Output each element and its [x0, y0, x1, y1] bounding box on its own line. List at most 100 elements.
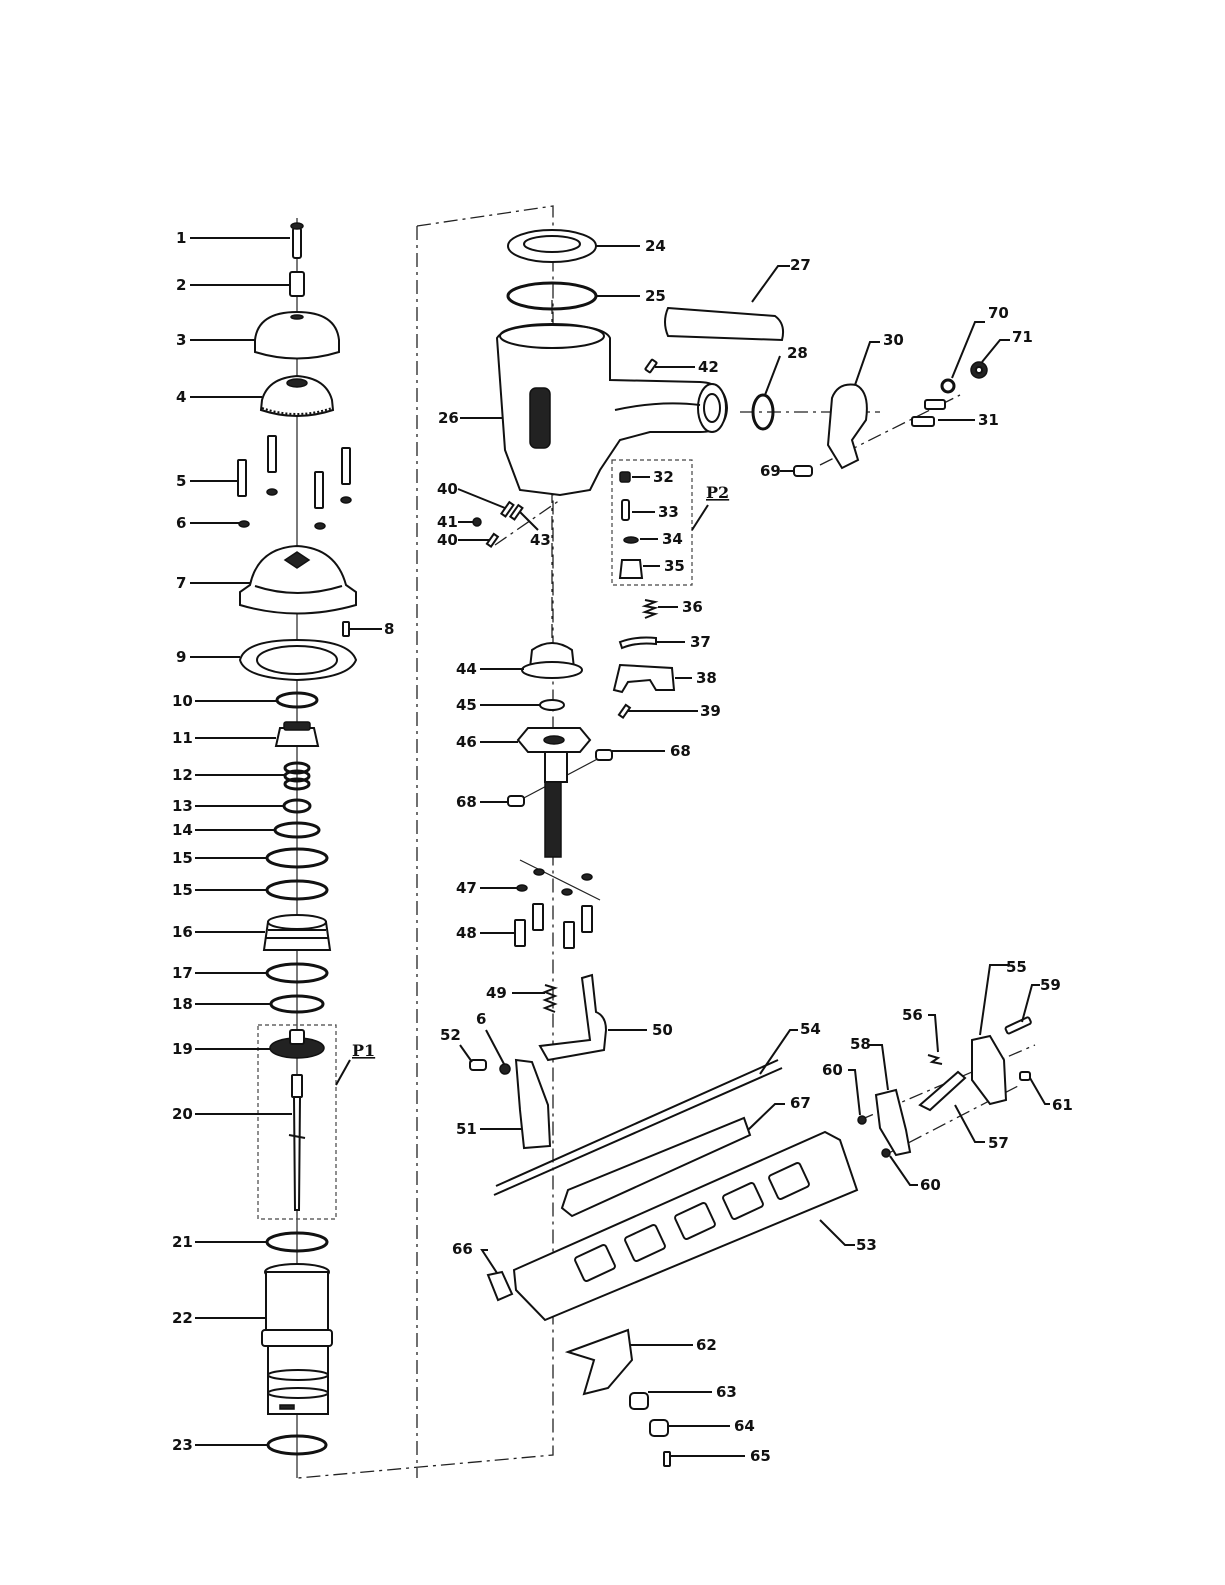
part-6-washer-center: [500, 1064, 510, 1074]
part-58-latch: [876, 1090, 910, 1155]
part-3-cap: [255, 312, 339, 359]
callout-6: 6: [176, 514, 186, 532]
callout-37: 37: [690, 633, 711, 651]
callout-59: 59: [1040, 976, 1061, 994]
callout-51: 51: [456, 1120, 477, 1138]
part-51-safety: [516, 1060, 550, 1148]
part-27-grip: [665, 308, 783, 340]
callout-31: 31: [978, 411, 999, 429]
callout-60a: 60: [822, 1061, 843, 1079]
part-30-end-cap: [828, 385, 867, 468]
part-37-lever: [620, 638, 656, 649]
part-57-lever: [920, 1072, 965, 1110]
part-55-latch-housing: [972, 1036, 1006, 1104]
callout-1: 1: [176, 229, 186, 247]
part-38-trigger: [614, 665, 674, 692]
callout-40b: 40: [437, 531, 458, 549]
callout-35: 35: [664, 557, 685, 575]
callout-6-center: 6: [476, 1010, 486, 1028]
part-1-bolt: [291, 223, 303, 258]
callout-26: 26: [438, 409, 459, 427]
callout-61: 61: [1052, 1096, 1073, 1114]
callout-14: 14: [172, 821, 193, 839]
callout-24: 24: [645, 237, 666, 255]
part-2-sleeve: [290, 272, 304, 296]
callout-63: 63: [716, 1383, 737, 1401]
callout-23: 23: [172, 1436, 193, 1454]
callout-49: 49: [486, 984, 507, 1002]
callout-36: 36: [682, 598, 703, 616]
callout-66: 66: [452, 1240, 473, 1258]
left-column-parts: [238, 223, 356, 1454]
part-44-bumper: [522, 643, 582, 678]
callout-38: 38: [696, 669, 717, 687]
part-20-driver: [289, 1075, 305, 1210]
part-8-pin: [343, 622, 349, 636]
callout-8: 8: [384, 620, 394, 638]
callout-57: 57: [988, 1134, 1009, 1152]
part-31-screws: [912, 400, 945, 426]
callout-52: 52: [440, 1026, 461, 1044]
part-6-washers: [239, 489, 351, 529]
part-32-to-35-valve: [620, 472, 642, 578]
part-5-bolts: [238, 436, 350, 508]
callout-50: 50: [652, 1021, 673, 1039]
callout-45: 45: [456, 696, 477, 714]
callout-34: 34: [662, 530, 683, 548]
part-70-washer: [942, 380, 954, 392]
part-46-nose: [518, 728, 590, 857]
callout-22: 22: [172, 1309, 193, 1327]
part-9-gasket: [240, 640, 356, 680]
callout-16: 16: [172, 923, 193, 941]
callout-55: 55: [1006, 958, 1027, 976]
callout-9: 9: [176, 648, 186, 666]
part-61-nut: [1020, 1072, 1030, 1080]
part-19-piston: [270, 1030, 324, 1058]
callout-4: 4: [176, 388, 186, 406]
callout-28: 28: [787, 344, 808, 362]
callout-21: 21: [172, 1233, 193, 1251]
part-64-sleeve: [650, 1420, 668, 1436]
callout-19: 19: [172, 1040, 193, 1058]
part-36-spring: [645, 600, 655, 618]
callout-68b: 68: [456, 793, 477, 811]
part-4-deflector: [261, 376, 333, 416]
callout-17: 17: [172, 964, 193, 982]
callout-20: 20: [172, 1105, 193, 1123]
callout-39: 39: [700, 702, 721, 720]
callout-60b: 60: [920, 1176, 941, 1194]
callout-41: 41: [437, 513, 458, 531]
callout-5: 5: [176, 472, 186, 490]
part-59-screw: [1005, 1017, 1032, 1034]
callout-47: 47: [456, 879, 477, 897]
callout-33: 33: [658, 503, 679, 521]
callout-70: 70: [988, 304, 1009, 322]
callout-13: 13: [172, 797, 193, 815]
callout-44: 44: [456, 660, 477, 678]
part-56-spring: [928, 1055, 942, 1064]
part-66-clip: [488, 1272, 512, 1300]
callout-15b: 15: [172, 881, 193, 899]
callout-69: 69: [760, 462, 781, 480]
callout-12: 12: [172, 766, 193, 784]
callout-11: 11: [172, 729, 193, 747]
center-parts: [470, 230, 1031, 1466]
callout-27: 27: [790, 256, 811, 274]
callout-48: 48: [456, 924, 477, 942]
callout-2: 2: [176, 276, 186, 294]
callout-46: 46: [456, 733, 477, 751]
callout-71: 71: [1012, 328, 1033, 346]
part-24-bumper: [508, 230, 596, 262]
callout-7: 7: [176, 574, 186, 592]
callout-42: 42: [698, 358, 719, 376]
callout-3: 3: [176, 331, 186, 349]
callout-15a: 15: [172, 849, 193, 867]
part-71-nut: [971, 362, 987, 378]
callout-58: 58: [850, 1035, 871, 1053]
callout-53: 53: [856, 1236, 877, 1254]
part-62-bracket: [568, 1330, 632, 1394]
group-p1-label: P1: [352, 1041, 375, 1060]
group-p2-label: P2: [706, 483, 729, 502]
callout-25: 25: [645, 287, 666, 305]
